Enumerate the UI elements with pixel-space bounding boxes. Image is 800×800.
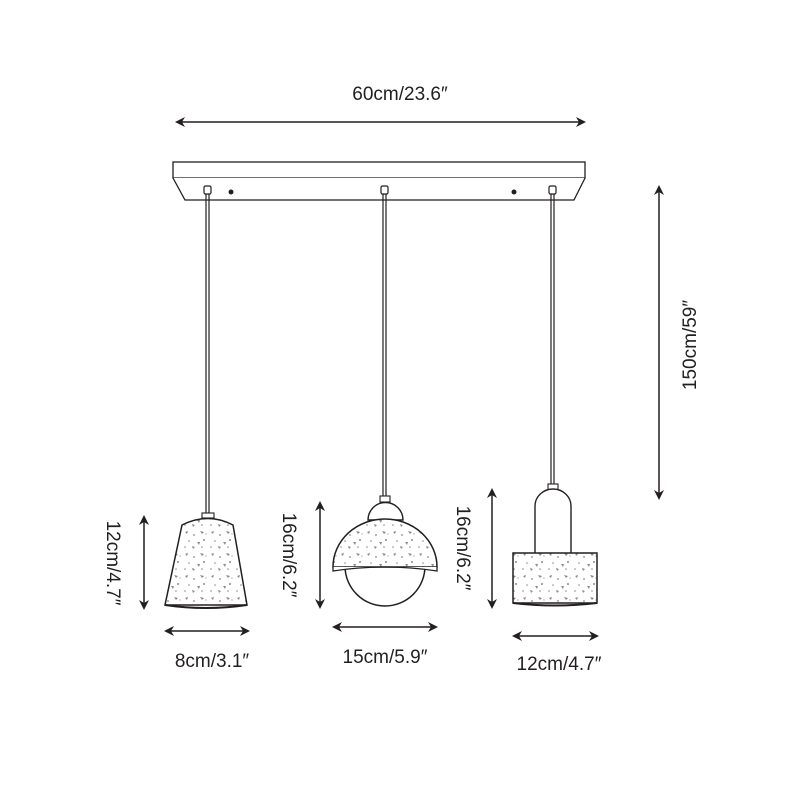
suspension-cords [205,194,555,513]
pendant-cone: 12cm/4.7″ 8cm/3.1″ [102,512,250,672]
dome-width-label: 15cm/5.9″ [343,647,428,668]
cord-grip-icon [380,185,389,195]
dome-height-label: 16cm/6.2″ [278,513,299,598]
cone-height-label: 12cm/4.7″ [102,521,123,606]
overall-height-dimension: 150cm/59″ [654,185,701,500]
cone-width-label: 8cm/3.1″ [175,651,250,672]
overall-width-dimension: 60cm/23.6″ [175,84,586,127]
pendant-dome-globe: 16cm/6.2″ 15cm/5.9″ [278,495,438,668]
cord-grip-icon [203,185,212,195]
cylinder-width-label: 12cm/4.7″ [517,654,602,675]
cord-grip-icon [548,185,557,195]
overall-height-label: 150cm/59″ [680,300,701,390]
screw-icon [228,189,234,195]
pendant-cylinder: 16cm/6.2″ 12cm/4.7″ [452,483,602,675]
ceiling-canopy [172,161,586,201]
screw-icon [511,189,517,195]
cylinder-height-label: 16cm/6.2″ [452,506,473,591]
overall-width-label: 60cm/23.6″ [352,84,448,105]
